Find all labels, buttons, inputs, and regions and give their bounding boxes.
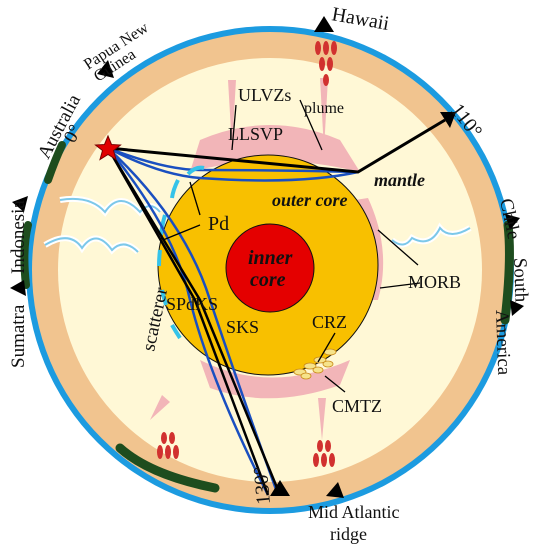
ray-pd-1 — [107, 146, 359, 182]
station-triangle-hawaii — [314, 16, 334, 32]
hotspot-bottom-left — [157, 432, 179, 459]
inner-core — [225, 223, 315, 313]
label-130-deg: 130° — [250, 466, 275, 506]
hotspot-mid-atlantic — [313, 440, 335, 467]
leader-lines — [162, 99, 421, 393]
ray-black-130-b — [106, 147, 282, 496]
station-triangle-sumatra-lower — [10, 280, 26, 296]
label-mantle: mantle — [374, 170, 425, 190]
crz-zone — [293, 348, 337, 380]
ray-pd-2 — [107, 146, 359, 174]
label-llsvp: LLSVP — [228, 124, 283, 144]
label-inner: inner — [248, 247, 293, 269]
label-cmtz: CMTZ — [332, 396, 382, 416]
station-triangle-sumatra-upper — [12, 196, 28, 212]
label-sks: SKS — [226, 317, 259, 337]
station-triangle-110 — [440, 112, 456, 128]
station-triangle-papua — [97, 60, 114, 78]
label-outer-core: outer core — [272, 190, 348, 210]
scatterer-marks — [157, 179, 182, 340]
hotspot-hawaii — [315, 41, 337, 86]
crust-australia — [44, 141, 66, 184]
label-core: core — [250, 269, 286, 291]
crust-sumatra — [20, 221, 32, 289]
label-hawaii: Hawaii — [330, 3, 391, 35]
label-plume: plume — [304, 100, 344, 117]
ray-spdks — [107, 147, 270, 496]
label-south: South — [509, 257, 532, 303]
label-morb: MORB — [408, 272, 461, 292]
station-triangle-chile — [505, 214, 520, 230]
slab-left-middle-blue — [44, 237, 139, 253]
plume-bottom-right — [318, 398, 326, 440]
label-sumatra: Sumatra — [8, 304, 29, 368]
label-mid-atlantic: Mid Atlantic — [308, 502, 400, 522]
label-spdks: SPdKS — [166, 294, 218, 314]
crust-bottom-left — [115, 443, 220, 493]
label-crz: CRZ — [312, 312, 347, 332]
label-ulvzs: ULVZs — [238, 85, 291, 105]
station-triangle-mid-atlantic — [326, 482, 344, 498]
ray-black-110 — [107, 118, 446, 174]
slab-right-blue — [391, 226, 471, 246]
station-triangle-south-america — [510, 300, 524, 316]
label-indonesia: Indonesia — [8, 200, 29, 274]
label-ridge: ridge — [330, 524, 367, 544]
label-pd: Pd — [208, 213, 229, 235]
ray-black-130-a — [106, 147, 270, 496]
station-triangle-130 — [270, 480, 290, 496]
pd-highlight — [186, 165, 205, 176]
plume-top-left — [228, 80, 236, 148]
earthquake-star-icon — [94, 134, 122, 161]
crust-south-america — [500, 220, 514, 325]
plume-bottom-left — [150, 395, 170, 420]
label-america: America — [491, 309, 514, 376]
plume-top-right — [320, 78, 328, 150]
